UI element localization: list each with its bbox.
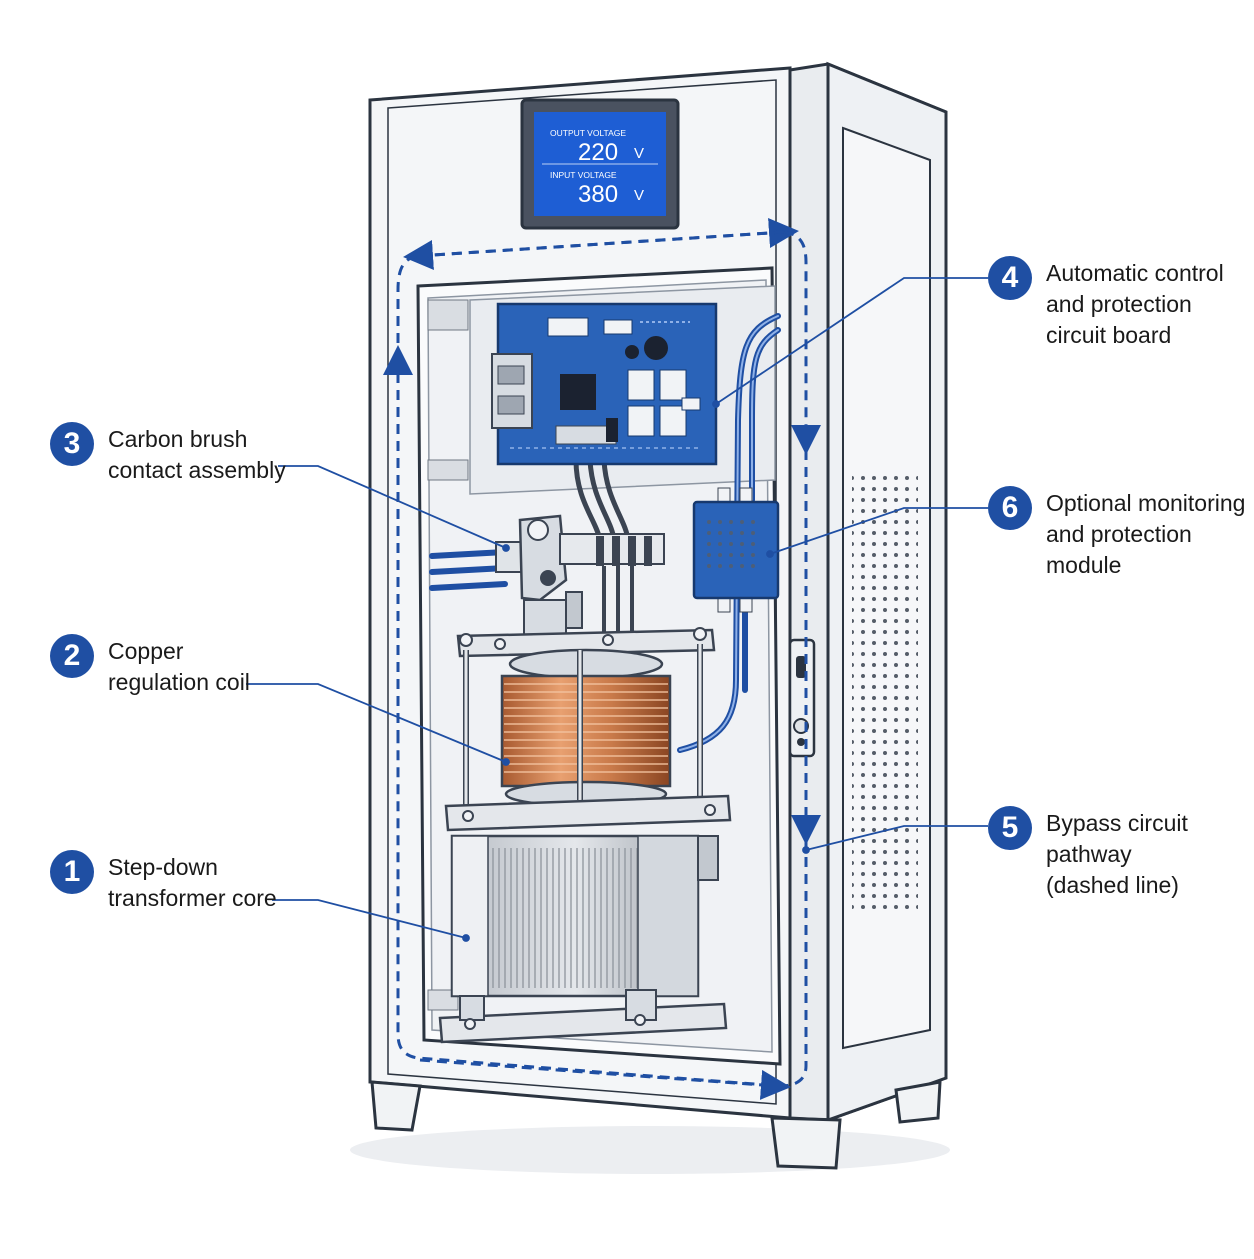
callout-1: 1 Step-down transformer core xyxy=(50,850,277,914)
callout-1-badge: 1 xyxy=(50,850,94,894)
control-circuit-board xyxy=(491,302,718,466)
cabinet-legs xyxy=(370,1080,942,1170)
output-voltage-value: 220 xyxy=(578,139,618,166)
leader-line-6 xyxy=(769,507,988,555)
input-voltage-unit: V xyxy=(634,187,644,204)
callout-3-badge: 3 xyxy=(50,422,94,466)
leader-line-1 xyxy=(272,899,467,939)
leader-lines xyxy=(246,277,988,942)
coil-frame xyxy=(456,627,716,808)
callout-5-label: Bypass circuit pathway (dashed line) xyxy=(1046,810,1188,898)
input-voltage-label: INPUT VOLTAGE xyxy=(550,170,617,180)
callout-6-label: Optional monitoring and protection modul… xyxy=(1046,490,1246,578)
callout-2-label: Copper regulation coil xyxy=(108,638,250,695)
output-voltage-label: OUTPUT VOLTAGE xyxy=(550,128,626,138)
leader-line-5 xyxy=(805,825,988,851)
bypass-pathway xyxy=(383,218,821,1100)
callout-5-badge: 5 xyxy=(988,806,1032,850)
output-voltage-unit: V xyxy=(634,145,644,162)
transformer-core xyxy=(438,794,732,1044)
callout-2-badge: 2 xyxy=(50,634,94,678)
callout-1-label: Step-down transformer core xyxy=(108,854,277,911)
callout-5: 5 Bypass circuit pathway (dashed line) xyxy=(988,806,1188,901)
cabinet-side-panel xyxy=(788,61,948,1123)
callout-6-badge: 6 xyxy=(988,486,1032,530)
leader-line-2 xyxy=(246,683,507,763)
carbon-brush-assembly xyxy=(495,514,665,641)
callout-2: 2 Copper regulation coil xyxy=(50,634,250,698)
leader-line-3 xyxy=(278,465,507,549)
monitoring-module xyxy=(692,487,780,613)
callout-3: 3 Carbon brush contact assembly xyxy=(50,422,286,486)
callout-4-label: Automatic control and protection circuit… xyxy=(1046,260,1224,348)
door-handle xyxy=(788,638,816,758)
callout-3-label: Carbon brush contact assembly xyxy=(108,426,286,483)
input-voltage-value: 380 xyxy=(578,181,618,208)
floor-shadow xyxy=(350,1126,950,1174)
voltage-display: OUTPUT VOLTAGE 220 V INPUT VOLTAGE 380 V xyxy=(520,98,680,230)
leader-line-4 xyxy=(715,277,988,405)
callout-6: 6 Optional monitoring and protection mod… xyxy=(988,486,1245,581)
callout-4-badge: 4 xyxy=(988,256,1032,300)
copper-coil xyxy=(500,648,672,808)
side-vent-grille xyxy=(852,470,918,910)
callout-4: 4 Automatic control and protection circu… xyxy=(988,256,1224,351)
